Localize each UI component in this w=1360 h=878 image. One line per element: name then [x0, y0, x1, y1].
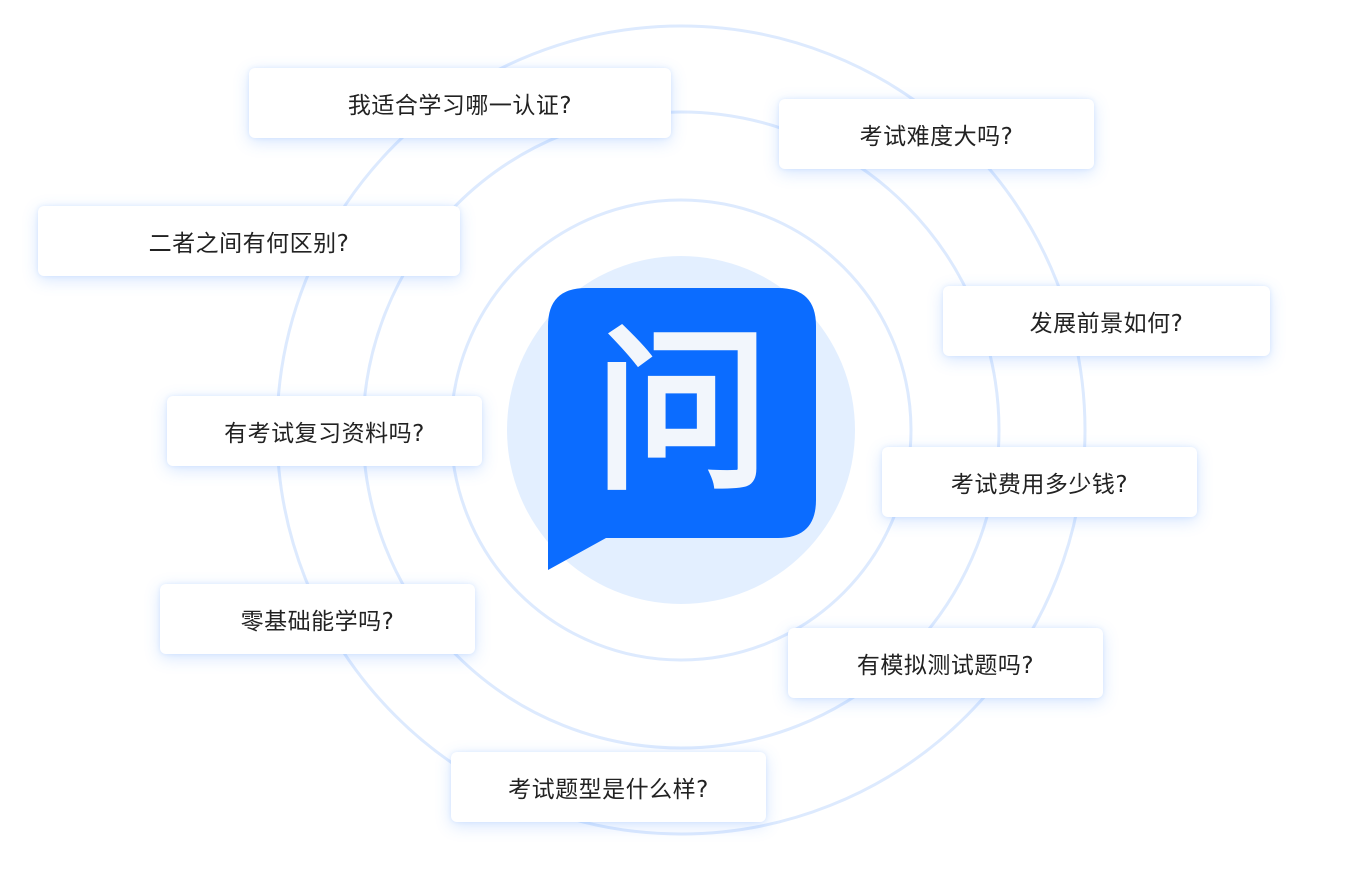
- question-label: 考试题型是什么样?: [508, 777, 709, 803]
- question-label: 考试难度大吗?: [859, 124, 1014, 150]
- center-glyph: 问: [593, 310, 770, 515]
- question-card-which-certification[interactable]: 我适合学习哪一认证?: [249, 68, 671, 138]
- chat-bubble-icon: [548, 288, 816, 570]
- question-label: 有考试复习资料吗?: [224, 421, 425, 447]
- question-card-exam-difficulty[interactable]: 考试难度大吗?: [779, 99, 1094, 169]
- question-card-question-types[interactable]: 考试题型是什么样?: [451, 752, 766, 822]
- question-label: 零基础能学吗?: [240, 609, 395, 635]
- question-label: 我适合学习哪一认证?: [347, 93, 573, 119]
- question-card-prospects[interactable]: 发展前景如何?: [943, 286, 1270, 356]
- question-label: 有模拟测试题吗?: [856, 653, 1035, 679]
- question-label: 考试费用多少钱?: [950, 472, 1129, 498]
- question-label: 发展前景如何?: [1029, 311, 1184, 337]
- question-label: 二者之间有何区别?: [148, 231, 350, 257]
- question-card-difference[interactable]: 二者之间有何区别?: [38, 206, 460, 276]
- question-card-mock-tests[interactable]: 有模拟测试题吗?: [788, 628, 1103, 698]
- question-card-exam-fee[interactable]: 考试费用多少钱?: [882, 447, 1197, 517]
- question-card-zero-basis[interactable]: 零基础能学吗?: [160, 584, 475, 654]
- question-card-review-materials[interactable]: 有考试复习资料吗?: [167, 396, 482, 466]
